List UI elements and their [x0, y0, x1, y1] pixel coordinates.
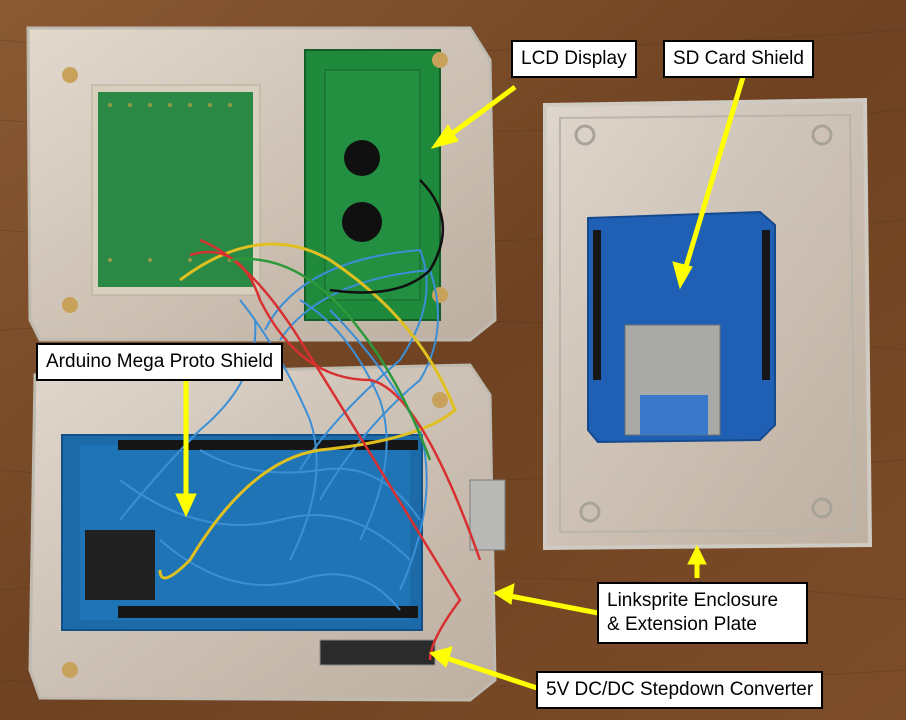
- db9-connector: [469, 479, 506, 551]
- wire-bundle: [119, 179, 482, 661]
- arrow-lcd: [430, 84, 517, 149]
- label-linksprite-enclosure: Linksprite Enclosure & Extension Plate: [597, 582, 808, 644]
- arrow-enclosure: [492, 544, 707, 616]
- enclosure-bottom: [28, 363, 506, 702]
- lcd-blob: [344, 140, 380, 176]
- arrow-proto: [175, 376, 197, 518]
- stepdown-converter: [319, 639, 436, 666]
- enclosure-right: [543, 97, 873, 551]
- enclosure-top: [26, 26, 497, 342]
- label-sd-card-shield: SD Card Shield: [663, 40, 814, 78]
- sd-card: [640, 395, 708, 435]
- arrow-sd: [672, 76, 746, 290]
- arrow-converter: [428, 646, 538, 691]
- label-arduino-mega-proto-shield: Arduino Mega Proto Shield: [36, 343, 284, 381]
- label-lcd-display: LCD Display: [511, 40, 637, 78]
- label-linksprite-enclosure-line2: & Extension Plate: [607, 614, 757, 635]
- label-stepdown-converter: 5V DC/DC Stepdown Converter: [536, 671, 824, 709]
- label-linksprite-enclosure-line1: Linksprite Enclosure: [607, 590, 779, 611]
